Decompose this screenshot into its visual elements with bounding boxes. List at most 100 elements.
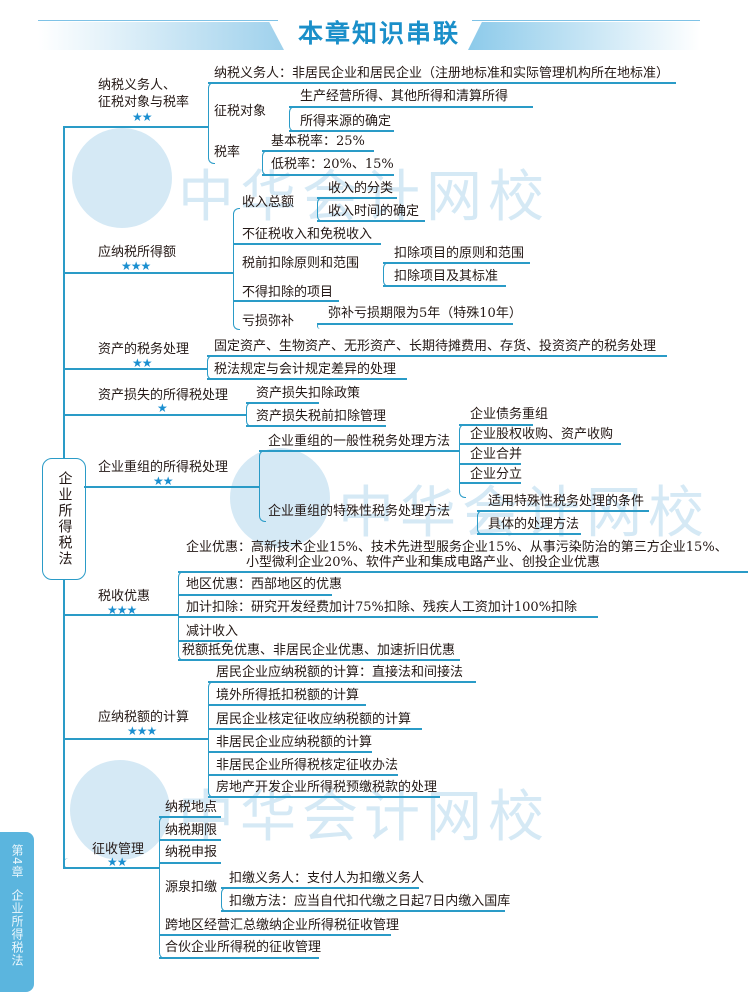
trunk-bottom-curve [63,858,74,869]
branch-brace [259,450,266,522]
leaf-node: 具体的处理方法 [488,517,580,532]
subbranch-brace [221,887,228,912]
page-title: 本章知识串联 [297,19,460,48]
watermark-logo-icon [72,128,172,228]
branch-connector [63,272,233,274]
leaf-underline [262,174,394,176]
leaf-underline [208,704,366,706]
subbranch-label: 税率 [214,145,241,160]
importance-stars: ★★ [132,356,152,370]
subbranch-label: 源泉扣缴 [165,880,218,895]
leaf-node: 企业债务重组 [470,407,549,422]
branch-connector [84,486,260,488]
leaf-underline [317,220,425,222]
leaf-node: 收入时间的确定 [328,204,420,219]
branch-label: 应纳税所得额 [98,245,177,260]
leaf-underline [208,82,676,84]
leaf-underline [159,839,221,841]
leaf-underline [178,571,748,573]
subbranch-label: 税前扣除原则和范围 [242,256,360,271]
leaf-node: 纳税期限 [165,823,218,838]
branch-connector [63,738,208,740]
leaf-underline [159,957,319,959]
branch-connector [63,867,159,869]
leaf-underline [246,402,319,404]
leaf-node: 纳税义务人：非居民企业和居民企业（注册地标准和实际管理机构所在地标准） [214,66,670,81]
subbranch-brace [477,510,484,535]
watermark-logo-icon [230,448,330,548]
branch-label: 资产的税务处理 [98,342,190,357]
leaf-underline [178,616,598,618]
subbranch-label: 收入总额 [242,195,295,210]
importance-stars: ★★★ [127,724,157,738]
leaf-node: 房地产开发企业所得税预缴税款的处理 [216,780,438,795]
importance-stars: ★★ [153,474,173,488]
importance-stars: ★★ [107,855,127,869]
leaf-node: 扣除项目的原则和范围 [394,246,525,261]
importance-stars: ★★★ [121,259,151,273]
watermark-logo-icon [70,760,170,860]
header-band-left [38,22,284,50]
branch-label: 税收优惠 [98,589,151,604]
leaf-underline [459,463,521,465]
leaf-node: 企业分立 [470,467,523,482]
branch-label: 征收管理 [92,842,145,857]
trunk-line-bottom [63,578,65,868]
leaf-node: 地区优惠：西部地区的优惠 [186,577,343,592]
leaf-node: 跨地区经营汇总缴纳企业所得税征收管理 [165,918,400,933]
watermark-text: 中华会计网校 [178,785,550,850]
leaf-node: 减计收入 [186,624,239,639]
subbranch-brace [383,262,390,287]
branch-brace [246,402,253,427]
leaf-node: 小型微利企业20%、软件产业和集成电路产业、创投企业优惠 [246,555,600,570]
leaf-node: 资产损失税前扣除管理 [256,409,387,424]
subbranch-label: 企业重组的一般性税务处理方法 [268,434,451,449]
leaf-node: 固定资产、生物资产、无形资产、长期待摊费用、存货、投资资产的税务处理 [214,339,657,354]
leaf-node: 非居民企业所得税核定征收办法 [216,758,399,773]
branch-connector [63,414,246,416]
leaf-underline [459,443,621,445]
branch-connector [63,126,208,128]
importance-stars: ★ [157,401,168,415]
leaf-node: 合伙企业所得税的征收管理 [165,940,322,955]
leaf-node: 企业合并 [470,447,523,462]
leaf-underline [289,106,533,108]
branch-brace [207,355,214,380]
leaf-underline [477,510,649,512]
importance-stars: ★★ [132,110,152,124]
leaf-underline [221,887,419,889]
leaf-underline [208,728,422,730]
leaf-node: 扣缴义务人：支付人为扣缴义务人 [229,871,425,886]
leaf-underline [178,640,232,642]
leaf-underline [178,659,460,661]
leaf-underline [317,197,397,199]
subbranch-brace [262,150,269,176]
branch-label: 资产损失的所得税处理 [98,388,229,403]
leaf-node: 弥补亏损期限为5年（特殊10年） [328,306,522,321]
leaf-underline [207,378,407,380]
leaf-node: 适用特殊性税务处理的条件 [488,494,645,509]
leaf-node: 税法规定与会计规定差异的处理 [214,362,397,377]
leaf-node: 非居民企业应纳税额的计算 [216,735,373,750]
chapter-number: 第4章 [10,844,24,879]
header-band-right [468,22,700,50]
leaf-node: 不征税收入和免税收入 [242,227,373,242]
leaf-node: 不得扣除的项目 [242,285,334,300]
subbranch-label: 征税对象 [214,104,267,119]
leaf-underline [208,774,398,776]
branch-label: 征税对象与税率 [98,95,190,110]
subbranch-label: 企业重组的特殊性税务处理方法 [268,504,451,519]
leaf-underline [262,150,374,152]
leaf-underline [208,751,372,753]
leaf-node: 扣除项目及其标准 [394,269,499,284]
branch-connector [63,614,178,616]
leaf-underline [383,285,506,287]
leaf-node: 加计扣除：研究开发经费加计75%扣除、残疾人工资加计100%扣除 [186,600,578,615]
branch-label: 纳税义务人、 [98,78,177,93]
leaf-underline [317,323,513,325]
leaf-node: 企业优惠：高新技术企业15%、技术先进型服务企业15%、从事污染防治的第三方企业… [186,540,728,555]
leaf-underline [259,450,459,452]
leaf-node: 收入的分类 [328,181,394,196]
leaf-node: 纳税地点 [165,800,218,815]
leaf-underline [208,796,440,798]
